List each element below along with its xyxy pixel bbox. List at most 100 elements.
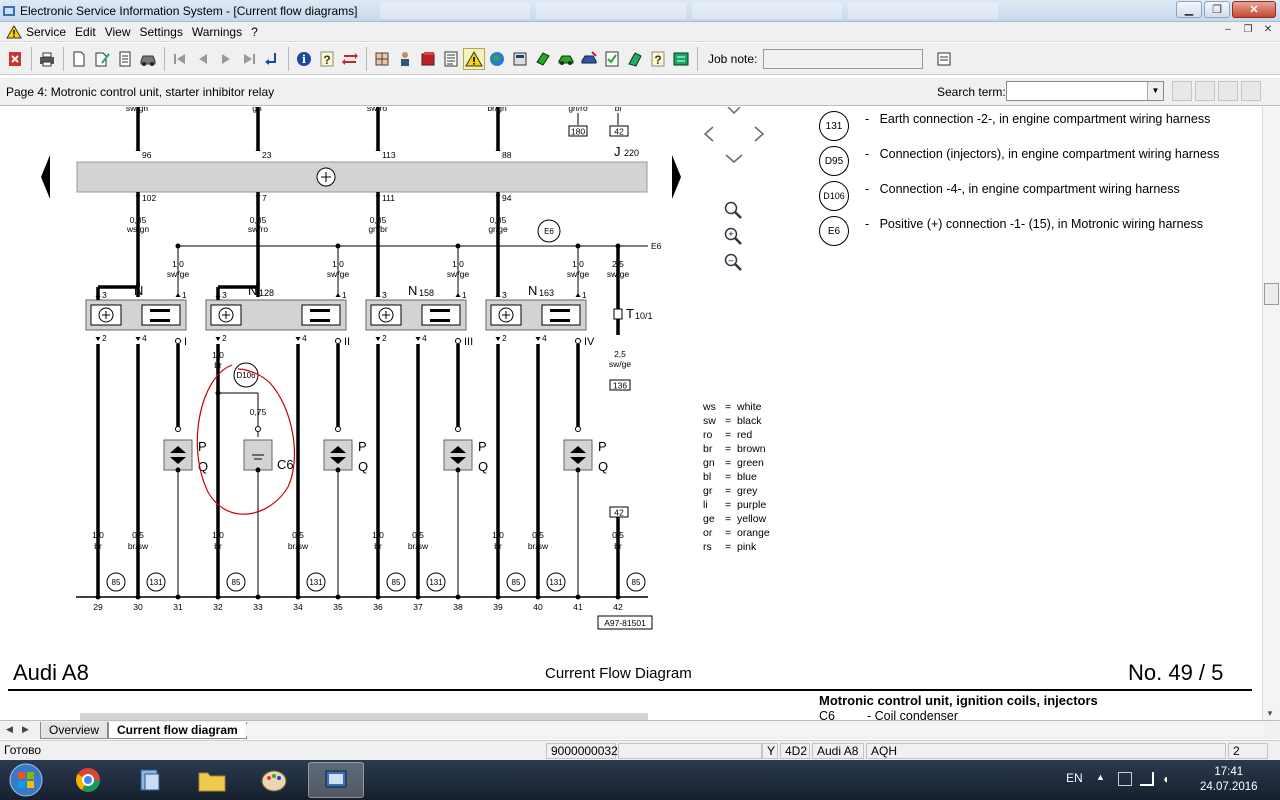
pin-terminal xyxy=(335,338,341,344)
minimize-button[interactable]: ▁ xyxy=(1176,1,1202,18)
colour-equals: = xyxy=(725,415,732,427)
network-signal-icon[interactable] xyxy=(1140,772,1154,786)
info-bar: Page 4: Motronic control unit, starter i… xyxy=(0,78,1280,106)
collapse-left-button[interactable] xyxy=(1218,81,1238,101)
start-button[interactable] xyxy=(4,762,48,798)
database-button[interactable] xyxy=(509,48,531,70)
connector-subscript: 10/1 xyxy=(635,311,653,321)
list-button[interactable] xyxy=(440,48,462,70)
tray-expand-icon[interactable]: ▲ xyxy=(1096,772,1105,782)
taskbar: EN ▲ ◖ 17:41 24.07.2016 xyxy=(0,760,1280,800)
earth-point-circle xyxy=(426,572,446,592)
job-note-edit-button[interactable] xyxy=(933,48,955,70)
coil-winding xyxy=(150,319,170,322)
globe-button[interactable] xyxy=(486,48,508,70)
switch-button[interactable] xyxy=(339,48,361,70)
menu-warnings[interactable]: Warnings xyxy=(191,24,243,39)
plug-label: P xyxy=(598,439,607,454)
mdi-restore-button[interactable]: ❐ xyxy=(1243,24,1253,35)
car-service-button[interactable] xyxy=(555,48,577,70)
notes-button[interactable] xyxy=(624,48,646,70)
manuals-button[interactable] xyxy=(417,48,439,70)
scroll-down-icon[interactable]: ▼ xyxy=(1266,709,1274,718)
search-forward-button[interactable] xyxy=(1172,81,1192,101)
info-button[interactable]: i xyxy=(293,48,315,70)
vehicle-button[interactable] xyxy=(137,48,159,70)
taskbar-explorer[interactable] xyxy=(184,762,240,798)
diagnosis-button[interactable] xyxy=(578,48,600,70)
legend-dash: - xyxy=(865,147,870,161)
colour-equals: = xyxy=(725,429,732,441)
wire-size-label: 1,0 xyxy=(372,530,384,540)
first-page-button[interactable] xyxy=(169,48,191,70)
vertical-scrollbar[interactable]: ▼ xyxy=(1262,107,1280,720)
return-arrow-icon xyxy=(265,52,276,65)
volume-icon[interactable]: ◖ xyxy=(1162,772,1170,786)
wire-color-label: gr/ge xyxy=(488,224,508,234)
horizontal-scrollbar[interactable] xyxy=(245,724,1265,736)
status-field-engine: AQH xyxy=(866,743,1226,759)
edit-document-button[interactable] xyxy=(91,48,113,70)
taskbar-paint[interactable] xyxy=(246,762,302,798)
chevron-down-icon[interactable]: ▼ xyxy=(1147,82,1163,100)
diagnosis-icon xyxy=(581,50,597,63)
wire-size-label: 0,5 xyxy=(292,530,304,540)
taskbar-server-manager[interactable] xyxy=(122,762,178,798)
job-note-field[interactable] xyxy=(763,48,924,69)
wire-color-label: ws/gn xyxy=(126,224,149,234)
transfer-button[interactable] xyxy=(670,48,692,70)
workshop-button[interactable] xyxy=(371,48,393,70)
search-input[interactable]: ▼ xyxy=(1006,81,1164,101)
collapse-right-button[interactable] xyxy=(1241,81,1261,101)
last-page-button[interactable] xyxy=(238,48,260,70)
menu-view[interactable]: View xyxy=(104,24,131,39)
menu-help[interactable]: ? xyxy=(251,24,258,39)
wire-color-label: sw/gn xyxy=(126,107,148,113)
menu-settings[interactable]: Settings xyxy=(139,24,183,39)
menu-service[interactable]: Service xyxy=(26,24,67,39)
wire-color-label: br/sw xyxy=(528,541,549,551)
wire-color-label: gn/ro xyxy=(568,107,588,113)
tray-app-icon[interactable] xyxy=(1118,772,1132,786)
checklist-button[interactable] xyxy=(601,48,623,70)
track-number: 39 xyxy=(493,602,503,612)
mechanic-button[interactable] xyxy=(394,48,416,70)
connection-e6-circle xyxy=(537,219,561,243)
pin-terminal xyxy=(175,426,181,432)
pin-arrow xyxy=(455,293,461,297)
zoom-out-icon: – xyxy=(728,255,733,265)
tab-current-flow-diagram[interactable]: Current flow diagram xyxy=(108,722,247,739)
scrollbar-thumb[interactable] xyxy=(1264,283,1279,305)
search-back-button[interactable] xyxy=(1195,81,1215,101)
mdi-minimize-button[interactable]: – xyxy=(1225,24,1231,35)
previous-page-button[interactable] xyxy=(192,48,214,70)
close-button[interactable]: ✕ xyxy=(1232,1,1276,18)
taskbar-elsa[interactable] xyxy=(308,762,364,798)
pin-number: 2 xyxy=(502,333,507,343)
next-page-button[interactable] xyxy=(215,48,237,70)
wire-size-label: 0,5 xyxy=(412,530,424,540)
taskbar-chrome[interactable] xyxy=(60,762,116,798)
keyboard-language[interactable]: EN xyxy=(1066,771,1083,785)
mdi-close-button[interactable]: ✕ xyxy=(1263,24,1273,35)
spark-plug-connector xyxy=(163,439,193,471)
clock[interactable]: 17:41 24.07.2016 xyxy=(1200,765,1258,795)
tips-button[interactable]: ? xyxy=(647,48,669,70)
menu-edit[interactable]: Edit xyxy=(75,24,96,39)
return-button[interactable] xyxy=(261,48,283,70)
new-document-button[interactable] xyxy=(68,48,90,70)
app-icon xyxy=(3,5,15,16)
green-car-icon xyxy=(558,55,574,65)
print-button[interactable] xyxy=(36,48,58,70)
tab-overview[interactable]: Overview xyxy=(40,722,109,739)
document-list-button[interactable] xyxy=(114,48,136,70)
warnings-button[interactable] xyxy=(463,47,485,70)
maximize-button[interactable]: ❐ xyxy=(1204,1,1230,18)
green-book-button[interactable] xyxy=(532,48,554,70)
terminal-dot xyxy=(175,594,181,600)
help-button[interactable]: ? xyxy=(316,48,338,70)
tab-scroll-left-icon[interactable]: ◀ xyxy=(6,724,13,734)
exit-button[interactable] xyxy=(4,48,26,70)
tab-scroll-right-icon[interactable]: ▶ xyxy=(22,724,29,734)
